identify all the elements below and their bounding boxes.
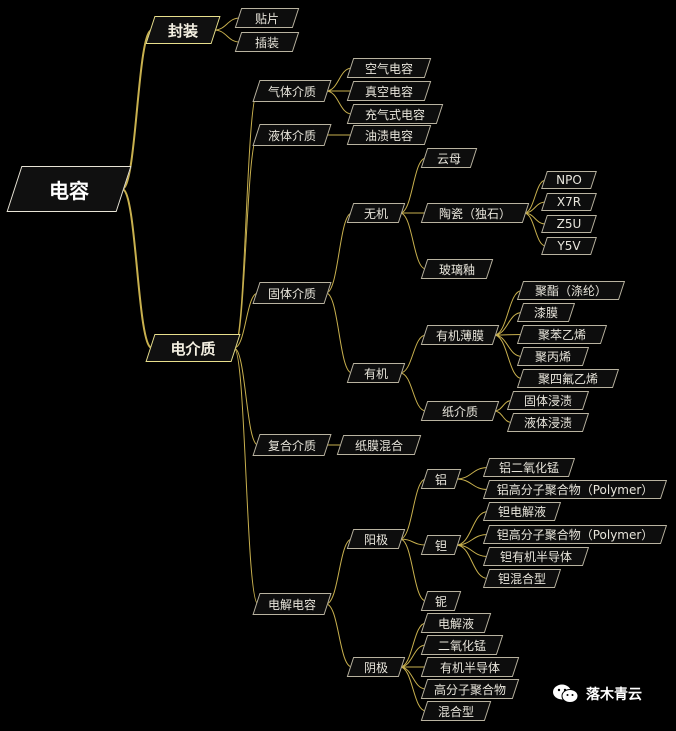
node-al-mno2: 铝二氧化锰 xyxy=(482,458,576,477)
node-paper-film: 纸膜混合 xyxy=(336,435,422,455)
node-mica: 云母 xyxy=(420,148,478,168)
connector xyxy=(325,603,353,668)
watermark: 落木青云 xyxy=(552,683,642,705)
node-ta-polymer: 钽高分子聚合物（Polymer） xyxy=(482,525,668,544)
node-ceramic: 陶瓷（独石） xyxy=(420,203,530,223)
node-polyester: 聚酯（涤纶） xyxy=(516,281,626,300)
node-ptfe: 聚四氟乙烯 xyxy=(516,369,620,388)
node-through-hole: 插装 xyxy=(234,32,300,52)
node-al-polymer: 铝高分子聚合物（Polymer） xyxy=(482,480,668,499)
node-lacquer-film: 漆膜 xyxy=(516,303,576,322)
node-polypropylene: 聚丙烯 xyxy=(516,347,590,366)
node-organic: 有机 xyxy=(346,363,406,383)
connector xyxy=(325,292,353,374)
node-electrolyte: 电解液 xyxy=(420,613,492,633)
connector xyxy=(325,212,353,294)
node-y5v: Y5V xyxy=(541,237,597,255)
node-anode: 阳极 xyxy=(346,529,406,549)
node-paper: 纸介质 xyxy=(420,401,500,421)
node-air: 空气电容 xyxy=(346,58,432,78)
watermark-text: 落木青云 xyxy=(586,687,642,703)
node-cathode: 阴极 xyxy=(346,657,406,677)
node-polystyrene: 聚苯乙烯 xyxy=(516,325,608,344)
node-oil: 油渍电容 xyxy=(346,125,432,145)
node-ta-hybrid: 钽混合型 xyxy=(482,569,562,588)
node-package: 封装 xyxy=(145,16,221,44)
node-dielectric: 电介质 xyxy=(145,334,241,362)
connector xyxy=(121,188,153,349)
connector xyxy=(233,90,259,349)
node-mno2: 二氧化锰 xyxy=(420,635,504,655)
node-organic-semi: 有机半导体 xyxy=(420,657,520,677)
connector xyxy=(399,538,427,546)
node-glass-glaze: 玻璃釉 xyxy=(420,259,494,279)
node-solid: 固体介质 xyxy=(252,282,332,304)
connector xyxy=(493,334,523,379)
node-root: 电容 xyxy=(6,166,132,212)
connector xyxy=(213,29,241,43)
node-tantalum: 钽 xyxy=(420,535,462,555)
connector xyxy=(455,467,489,480)
node-npo: NPO xyxy=(541,171,597,189)
node-smd: 贴片 xyxy=(234,8,300,28)
node-ta-organic-semi: 钽有机半导体 xyxy=(482,547,590,566)
node-z5u: Z5U xyxy=(541,215,597,233)
node-liquid-impregnated: 液体浸渍 xyxy=(506,413,590,432)
connector xyxy=(233,134,259,349)
node-polymer: 高分子聚合物 xyxy=(420,679,520,699)
node-gas: 气体介质 xyxy=(252,80,332,102)
node-composite: 复合介质 xyxy=(252,434,332,456)
node-aluminum: 铝 xyxy=(420,469,462,489)
node-electrolytic: 电解电容 xyxy=(252,593,332,615)
wechat-icon xyxy=(553,684,579,703)
node-vacuum: 真空电容 xyxy=(346,81,432,101)
connector xyxy=(399,212,427,270)
connector xyxy=(493,334,523,336)
connector xyxy=(399,372,427,412)
connector xyxy=(455,534,489,546)
node-niobium: 铌 xyxy=(420,591,462,611)
node-ta-electrolyte: 钽电解液 xyxy=(482,502,562,521)
connector xyxy=(455,478,489,490)
node-hybrid: 混合型 xyxy=(420,701,492,721)
node-organic-film: 有机薄膜 xyxy=(420,325,500,345)
node-inorganic: 无机 xyxy=(346,203,406,223)
connector xyxy=(455,511,489,546)
connector xyxy=(455,544,489,579)
connector xyxy=(233,347,259,605)
connector xyxy=(233,347,259,446)
node-solid-impregnated: 固体浸渍 xyxy=(506,391,590,410)
connector xyxy=(399,538,427,602)
connector xyxy=(399,666,427,712)
node-x7r: X7R xyxy=(541,193,597,211)
node-gas-filled: 充气式电容 xyxy=(346,104,444,124)
node-liquid: 液体介质 xyxy=(252,124,332,146)
